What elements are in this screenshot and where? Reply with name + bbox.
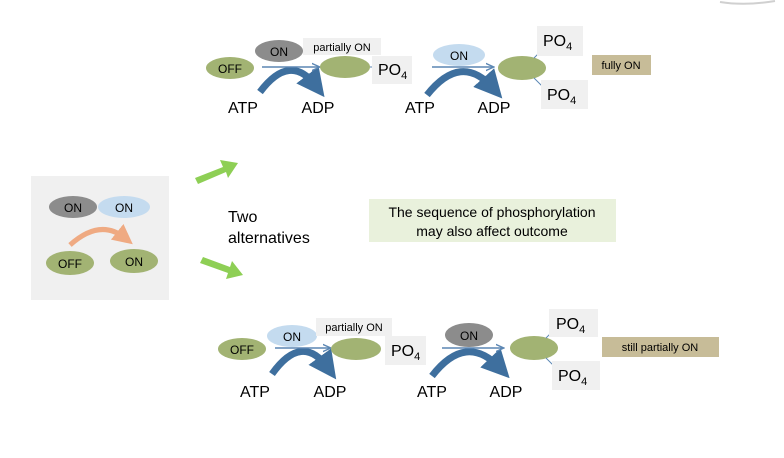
inset-substrate-off	[46, 251, 94, 275]
bottom-product	[510, 336, 558, 360]
top-adp1: ADP	[302, 100, 335, 117]
bottom-adp2: ADP	[490, 384, 523, 401]
bottom-po4-first: PO4	[391, 343, 420, 363]
top-po4-first: PO4	[378, 62, 407, 82]
top-po4-upper: PO4	[543, 33, 572, 53]
top-kinase1-label: ON	[270, 45, 288, 59]
top-po4-lower-box	[541, 80, 588, 109]
two-alternatives-line2: alternatives	[228, 230, 310, 247]
top-atp1: ATP	[228, 100, 258, 117]
top-po4-first-box	[372, 56, 412, 84]
top-kinase1	[255, 40, 303, 62]
two-alternatives-line1: Two	[228, 209, 257, 226]
top-intermediate	[320, 56, 370, 78]
top-atp2: ATP	[405, 100, 435, 117]
top-kinase2	[433, 44, 485, 66]
top-partial-label: partially ON	[313, 42, 371, 54]
bottom-arc1	[269, 348, 337, 380]
note-line1: The sequence of phosphorylation	[388, 204, 595, 220]
bottom-partial-box	[316, 318, 392, 336]
inset-arc-arrow	[68, 223, 133, 247]
bottom-po4-lower-box	[552, 361, 600, 390]
top-substrate-off	[206, 57, 254, 79]
bottom-po4-upper-box	[549, 309, 598, 337]
bottom-kinase1	[267, 325, 317, 347]
bottom-path: OFF ON ATP ADP partially ON PO4 ON ATP A…	[218, 309, 719, 401]
bottom-result-label: still partially ON	[622, 342, 698, 354]
top-result-label: fully ON	[601, 60, 640, 72]
top-path: OFF ON ATP ADP partially ON PO4 ON ATP A…	[206, 26, 651, 117]
bottom-intermediate	[331, 338, 381, 360]
top-arc1	[257, 66, 325, 98]
bottom-po4-lower: PO4	[558, 368, 587, 388]
inset-background	[31, 176, 169, 300]
bottom-atp1: ATP	[240, 384, 270, 401]
bottom-substrate-off	[218, 338, 266, 360]
top-adp2: ADP	[478, 100, 511, 117]
top-partial-box	[303, 38, 381, 55]
note-box	[369, 199, 616, 242]
inset-panel: ON ON OFF ON	[31, 176, 169, 300]
bottom-adp1: ADP	[314, 384, 347, 401]
note-line2: may also affect outcome	[416, 223, 568, 239]
bottom-po4-upper: PO4	[556, 316, 585, 336]
bottom-result-box	[602, 337, 719, 357]
inset-substrate-on	[110, 249, 158, 273]
bottom-atp2: ATP	[417, 384, 447, 401]
bottom-kinase2-label: ON	[460, 329, 478, 343]
inset-substrate-off-label: OFF	[58, 257, 82, 271]
corner-mark	[719, 0, 776, 5]
inset-substrate-on-label: ON	[125, 255, 143, 269]
top-substrate-off-label: OFF	[218, 62, 242, 76]
arrow-to-top-path	[195, 160, 238, 184]
bottom-kinase2	[445, 323, 493, 347]
bottom-po4-first-box	[385, 336, 426, 365]
top-product	[498, 56, 546, 80]
inset-kinase-gray-label: ON	[64, 201, 82, 215]
bottom-substrate-off-label: OFF	[230, 343, 254, 357]
top-arc2	[424, 68, 503, 99]
bottom-arc2	[429, 348, 510, 379]
arrow-to-bottom-path	[200, 257, 243, 279]
top-kinase2-label: ON	[450, 49, 468, 63]
inset-kinase-gray	[49, 196, 97, 218]
inset-kinase-blue	[98, 196, 150, 218]
top-po4-upper-box	[537, 26, 583, 56]
top-bond-lower	[533, 77, 543, 87]
bottom-partial-label: partially ON	[325, 322, 383, 334]
bottom-kinase1-label: ON	[283, 330, 301, 344]
inset-kinase-blue-label: ON	[115, 201, 133, 215]
top-result-box	[592, 55, 651, 75]
top-po4-lower: PO4	[547, 87, 576, 107]
